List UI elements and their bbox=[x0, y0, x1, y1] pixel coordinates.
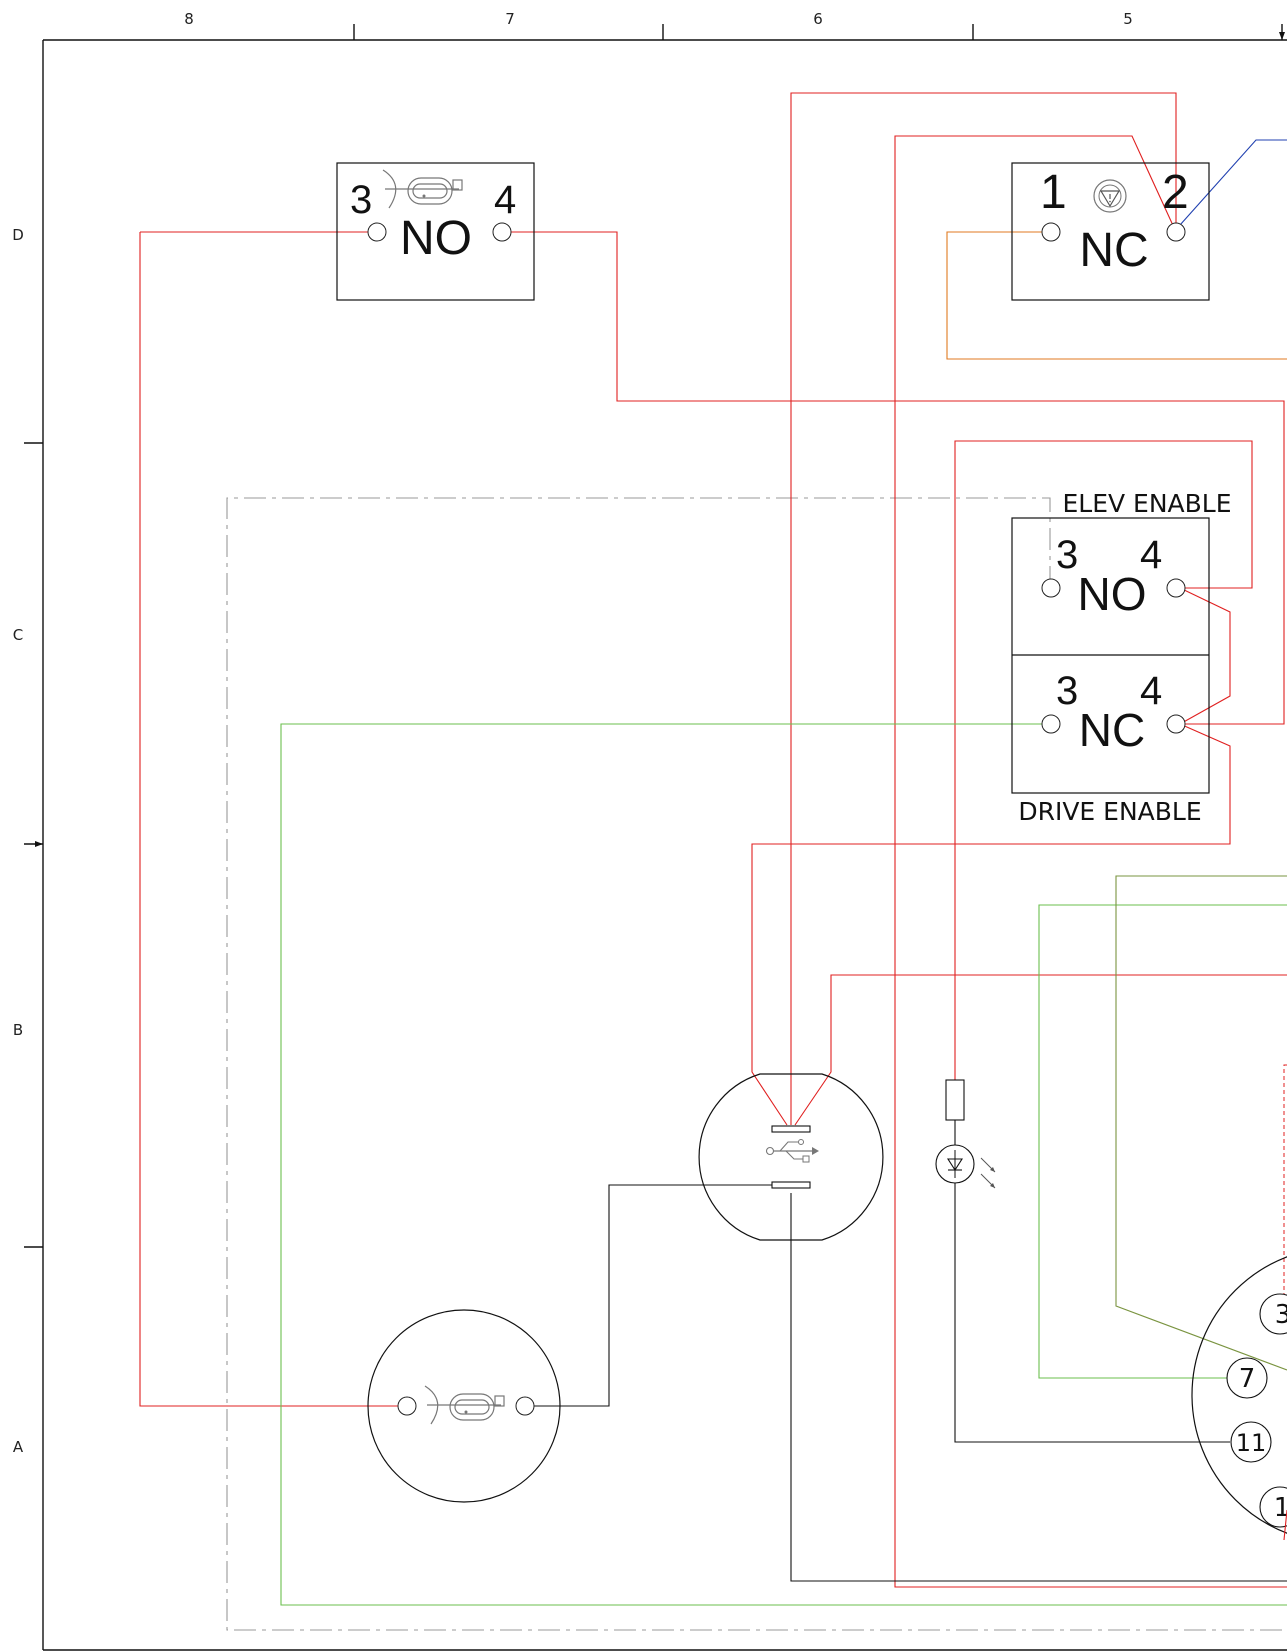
resistor bbox=[945, 1079, 965, 1121]
usb-icon bbox=[765, 1139, 819, 1163]
connector-pin-11-label: 11 bbox=[1236, 1429, 1267, 1457]
estop-switch-contact-label: NC bbox=[1079, 224, 1148, 277]
usb-port-housing bbox=[698, 1073, 884, 1241]
elev-enable-terminal-4 bbox=[1166, 578, 1186, 598]
drive-enable-term-3: 3 bbox=[1056, 669, 1078, 713]
ruler-col-5: 5 bbox=[1123, 10, 1133, 28]
horn-housing bbox=[367, 1309, 561, 1503]
drive-enable-terminal-4 bbox=[1166, 714, 1186, 734]
horn-terminal-right bbox=[515, 1396, 535, 1416]
horn-icon bbox=[424, 1385, 505, 1425]
estop-switch-body bbox=[1011, 162, 1210, 301]
elev-enable-label: ELEV ENABLE bbox=[1062, 489, 1231, 518]
horn-switch-body bbox=[336, 162, 535, 301]
estop-switch-term-2: 2 bbox=[1162, 166, 1189, 219]
wire-green-set bbox=[280, 723, 1287, 1606]
horn-terminal-left bbox=[397, 1396, 417, 1416]
connector-pin-1-label: 1 bbox=[1274, 1493, 1287, 1523]
wire-blue bbox=[1179, 139, 1287, 226]
indicator bbox=[935, 1079, 996, 1189]
ruler-col-8: 8 bbox=[184, 10, 194, 28]
elev-enable-contact-label: NO bbox=[1078, 568, 1147, 620]
drive-enable-term-4: 4 bbox=[1140, 669, 1162, 713]
elev-enable-terminal-3 bbox=[1041, 578, 1061, 598]
estop-switch-terminal-2 bbox=[1166, 222, 1186, 242]
elev-enable-term-4: 4 bbox=[1140, 533, 1162, 577]
connector-pin-11 bbox=[1230, 1421, 1272, 1463]
connector-housing bbox=[1191, 1256, 1287, 1534]
ruler-col-6: 6 bbox=[813, 10, 823, 28]
elev-enable-term-3: 3 bbox=[1056, 533, 1078, 577]
usb-port-pin-bottom bbox=[771, 1181, 811, 1189]
emergency-stop-icon bbox=[1093, 179, 1127, 213]
horn-switch-contact-label: NO bbox=[400, 212, 472, 265]
drawing-frame bbox=[24, 24, 1287, 1651]
enable-switch: ELEV ENABLE 3 4 NO 3 4 NC DRIVE ENABLE bbox=[1011, 489, 1232, 826]
ruler-row-d: D bbox=[12, 226, 24, 244]
ruler-row-c: C bbox=[13, 626, 23, 644]
connector-pin-3 bbox=[1259, 1293, 1287, 1335]
connector: 3 7 11 1 bbox=[1191, 1256, 1287, 1541]
usb-port-pin-top bbox=[771, 1125, 811, 1133]
wire-red-dashed bbox=[1283, 1064, 1287, 1300]
ruler-row-a: A bbox=[13, 1438, 24, 1456]
estop-switch-term-1: 1 bbox=[1040, 166, 1067, 219]
drive-enable-contact-label: NC bbox=[1079, 704, 1145, 756]
estop-switch-terminal-1 bbox=[1041, 222, 1061, 242]
estop-switch: 1 2 NC bbox=[1011, 162, 1210, 301]
horn-switch: 3 4 NO bbox=[336, 162, 535, 301]
connector-pin-7 bbox=[1226, 1357, 1268, 1399]
wire-orange bbox=[946, 231, 1287, 360]
horn-icon bbox=[382, 169, 463, 209]
horn-switch-term-4: 4 bbox=[494, 178, 516, 222]
connector-pin-1 bbox=[1259, 1486, 1287, 1528]
drive-enable-terminal-3 bbox=[1041, 714, 1061, 734]
led-icon bbox=[935, 1144, 996, 1189]
horn-switch-terminal-3 bbox=[367, 222, 387, 242]
horn-switch-terminal-4 bbox=[492, 222, 512, 242]
usb-port bbox=[698, 1073, 884, 1241]
wire-black-set bbox=[524, 1180, 1287, 1582]
wire-dashed-gray bbox=[226, 497, 1287, 1631]
wire-olive bbox=[1115, 875, 1287, 1371]
ruler-row-b: B bbox=[13, 1021, 23, 1039]
connector-pin-3-label: 3 bbox=[1275, 1300, 1287, 1330]
ruler-col-7: 7 bbox=[505, 10, 515, 28]
connector-pin-7-label: 7 bbox=[1239, 1364, 1256, 1394]
horn bbox=[367, 1309, 561, 1503]
horn-switch-term-3: 3 bbox=[350, 178, 372, 222]
drive-enable-label: DRIVE ENABLE bbox=[1018, 797, 1201, 826]
wire-red-set bbox=[139, 92, 1287, 1588]
